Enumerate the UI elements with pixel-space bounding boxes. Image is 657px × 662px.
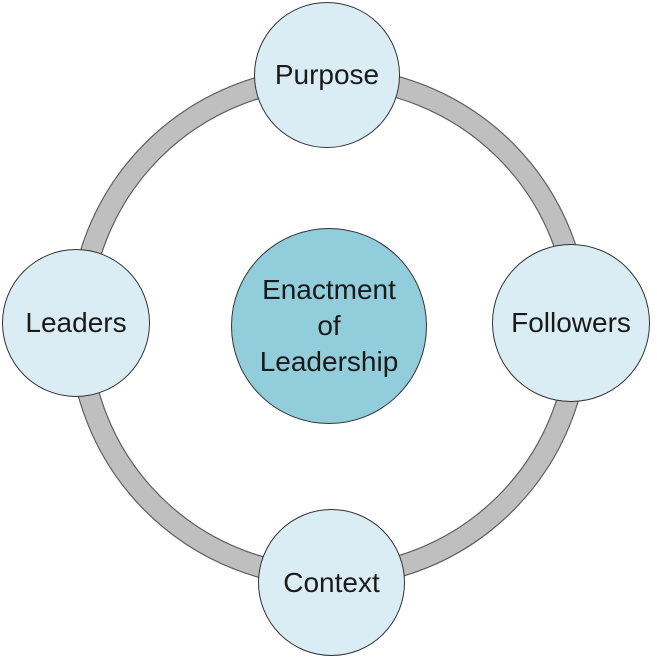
center-label-line-3: Leadership — [259, 346, 399, 377]
node-context-label: Context — [283, 566, 380, 598]
center-label-line-1: Enactment — [262, 274, 396, 305]
node-leaders: Leaders — [2, 249, 150, 397]
node-purpose: Purpose — [254, 2, 400, 148]
node-leaders-label: Leaders — [25, 307, 127, 338]
center-label-line-2: of — [317, 310, 341, 341]
node-context: Context — [258, 509, 405, 656]
node-followers-label: Followers — [511, 307, 631, 338]
node-purpose-label: Purpose — [274, 59, 380, 90]
center-circle: Enactment of Leadership — [231, 228, 427, 424]
node-followers: Followers — [492, 244, 650, 402]
